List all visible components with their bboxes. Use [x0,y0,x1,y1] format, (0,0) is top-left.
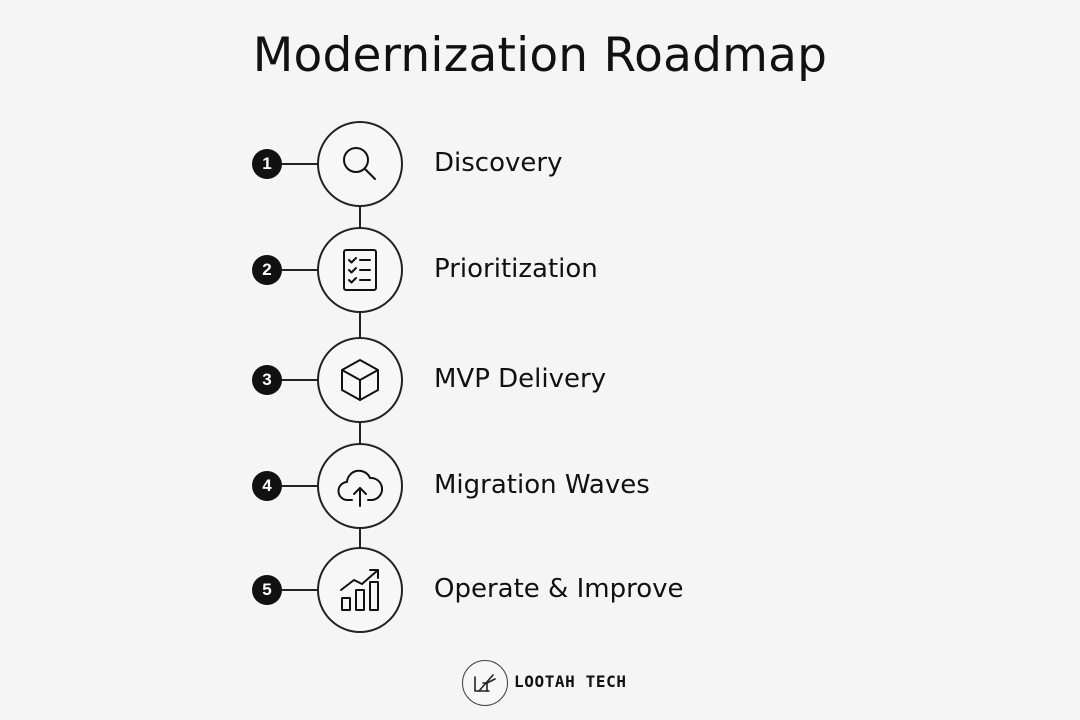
cloud-upload-icon [317,443,403,529]
step-number-badge: 3 [252,365,282,395]
brand-name: LOOTAH TECH [514,672,627,691]
growth-chart-icon [317,547,403,633]
page-title: Modernization Roadmap [252,28,828,83]
checklist-icon [317,227,403,313]
connector-2-3 [359,313,361,339]
step-label: MVP Delivery [434,364,607,394]
roadmap-step-3: 3 MVP Delivery [0,336,1080,424]
cube-icon [317,337,403,423]
step-label: Migration Waves [434,470,650,500]
roadmap-step-1: 1 Discovery [0,120,1080,208]
connector-4-5 [359,527,361,549]
step-connector-line [282,269,318,271]
step-number-badge: 4 [252,471,282,501]
step-number-badge: 2 [252,255,282,285]
step-connector-line [282,163,318,165]
step-label: Prioritization [434,254,598,284]
step-connector-line [282,379,318,381]
lootah-logo-icon [462,660,508,706]
step-label: Discovery [434,148,563,178]
roadmap-step-5: 5 Operate & Improve [0,546,1080,634]
step-connector-line [282,589,318,591]
roadmap-step-4: 4 Migration Waves [0,442,1080,530]
roadmap-step-2: 2 Prioritization [0,226,1080,314]
connector-3-4 [359,421,361,445]
connector-1-2 [359,206,361,230]
magnifier-icon [317,121,403,207]
step-connector-line [282,485,318,487]
step-label: Operate & Improve [434,574,684,604]
step-number-badge: 5 [252,575,282,605]
step-number-badge: 1 [252,149,282,179]
